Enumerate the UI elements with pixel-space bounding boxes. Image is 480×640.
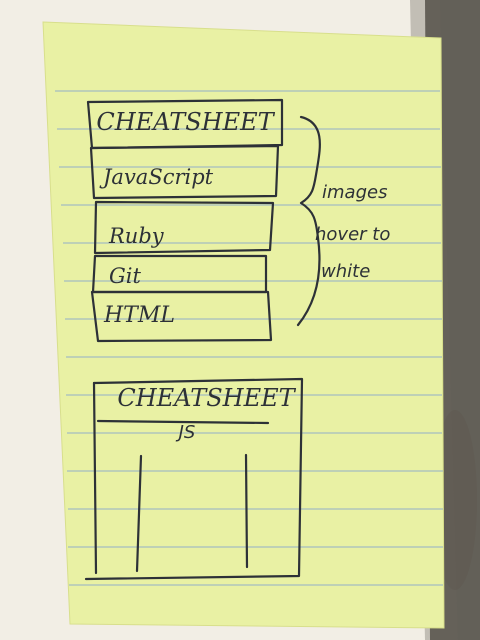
javascript-label: JavaScript: [99, 165, 214, 189]
bottom-sketch-subtitle: JS: [176, 422, 196, 443]
bottom-column-left: [135, 454, 143, 573]
annotation-brace: [296, 115, 321, 327]
annotation-images: images: [322, 182, 387, 203]
top-title-box: [86, 98, 284, 150]
notepad-sheet: [42, 21, 445, 629]
annotation-hover-to: hover to: [315, 224, 390, 245]
bottom-column-right: [244, 453, 249, 569]
bottom-sketch-title: CHEATSHEET: [117, 384, 296, 412]
html-label: HTML: [103, 303, 175, 328]
top-sketch-lines: [86, 98, 321, 343]
bottom-outline: [84, 377, 304, 581]
javascript-box: [89, 144, 280, 200]
git-label: Git: [109, 264, 141, 288]
ruled-lines: [55, 90, 443, 586]
ruby-box: [93, 200, 275, 255]
bottom-divider: [96, 419, 270, 425]
bottom-sketch-lines: [84, 377, 304, 581]
html-box: [90, 290, 273, 343]
top-sketch-title: CHEATSHEET: [96, 108, 275, 136]
ruby-label: Ruby: [108, 224, 165, 248]
annotation-white: white: [321, 261, 370, 282]
bottom-left-edge: [92, 381, 98, 575]
